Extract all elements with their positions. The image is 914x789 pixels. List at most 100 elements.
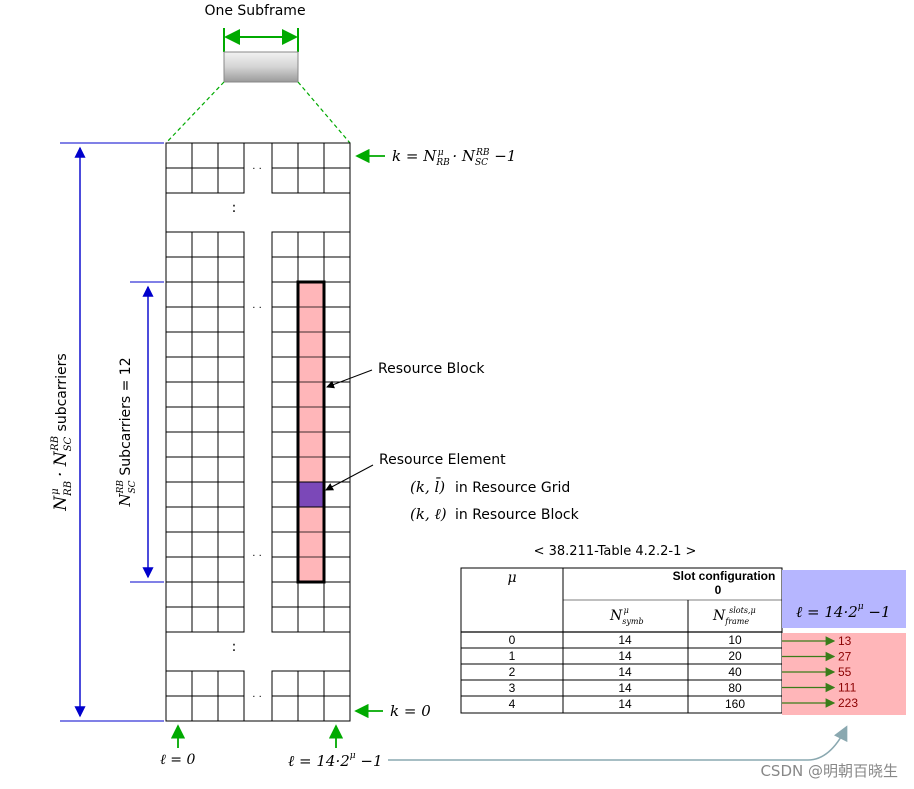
grid-cell (271, 231, 299, 258)
grid-cell (217, 356, 245, 383)
grid-cell (165, 256, 193, 283)
grid-cell (191, 695, 219, 722)
grid-cell (323, 406, 351, 433)
dots-col-top: : (232, 200, 237, 216)
grid-cell (297, 231, 325, 258)
grid-cell (165, 531, 193, 558)
grid-cell (217, 695, 245, 722)
grid-cell (191, 231, 219, 258)
grid-cell (271, 381, 299, 408)
extra-value: 223 (838, 696, 858, 710)
grid-cell (271, 167, 299, 194)
grid-cell (217, 506, 245, 533)
k-bottom-label: k = 0 (390, 702, 431, 720)
grid-cell (271, 281, 299, 308)
extra-value: 55 (838, 665, 852, 679)
l-right-label: ℓ = 14·2μ −1 (288, 751, 383, 770)
grid-cell (191, 167, 219, 194)
grid-cell (323, 531, 351, 558)
grid-cell (271, 531, 299, 558)
table-cell-mu: 2 (509, 665, 516, 679)
mu-header: μ (507, 570, 516, 586)
grid-cell (191, 581, 219, 608)
subframe-label: One Subframe (204, 3, 305, 19)
grid-cell (271, 356, 299, 383)
table-cell-nsymb: 14 (618, 697, 632, 711)
grid-cell (217, 431, 245, 458)
grid-cell (165, 381, 193, 408)
table-cell-mu: 3 (509, 681, 516, 695)
re-grid-text: in Resource Grid (455, 480, 570, 496)
subframe-block (223, 51, 299, 83)
resource-element-label: Resource Element (379, 452, 506, 468)
table-cell-nslots: 10 (728, 633, 742, 647)
grid-cell (165, 331, 193, 358)
grid-cell (191, 556, 219, 583)
watermark: CSDN @明朝百晓生 (760, 762, 898, 780)
grid-cell (323, 481, 351, 508)
extra-value: 27 (838, 650, 852, 664)
grid-cell (165, 456, 193, 483)
grid-cell (323, 256, 351, 283)
grid-cell (165, 695, 193, 722)
extra-value: 111 (838, 681, 857, 695)
grid-cell (191, 331, 219, 358)
grid-cell (323, 306, 351, 333)
grid-cell (323, 581, 351, 608)
grid-cell (323, 331, 351, 358)
grid-cell (271, 331, 299, 358)
dots-col-bottom: : (232, 639, 237, 655)
grid-cell (165, 506, 193, 533)
grid-cell (217, 331, 245, 358)
grid-cell (191, 281, 219, 308)
grid-cell (191, 406, 219, 433)
resource-block-border (296, 280, 326, 584)
table-cell-mu: 1 (509, 649, 516, 663)
grid-cell (271, 256, 299, 283)
grid-cell (297, 695, 325, 722)
grid-cell (165, 231, 193, 258)
resource-block-pointer (326, 369, 373, 389)
table-frame (460, 567, 783, 714)
grid-cell (191, 381, 219, 408)
grid-cell (271, 695, 299, 722)
extra-header: ℓ = 14·2μ −1 (796, 602, 891, 621)
grid-cell (191, 531, 219, 558)
grid-cell (191, 456, 219, 483)
dots-row-bottom: · · (252, 692, 262, 703)
grid-cell (323, 606, 351, 633)
grid-cell (271, 581, 299, 608)
grid-cell (165, 606, 193, 633)
grid-cell (165, 167, 193, 194)
grid-cell (191, 356, 219, 383)
grid-cell (323, 167, 351, 194)
grid-cell (271, 506, 299, 533)
grid-cell (217, 670, 245, 697)
grid-cell (297, 256, 325, 283)
extra-value: 13 (838, 634, 852, 648)
slot-config-table: μ Slot configuration 0 Nsymbμ Nframeslot… (460, 567, 783, 714)
grid-cell (217, 281, 245, 308)
grid-cell (323, 506, 351, 533)
dots-row-top: · · (252, 164, 262, 175)
slot-config-value: 0 (715, 583, 722, 597)
l-left-label: ℓ = 0 (160, 752, 195, 768)
grid-cell (165, 431, 193, 458)
table-cell-nsymb: 14 (618, 649, 632, 663)
inner-axis-label: NSCRB Subcarriers = 12 (116, 357, 138, 507)
table-cell-nslots: 80 (728, 681, 742, 695)
grid-cell (297, 142, 325, 169)
table-cell-mu: 4 (509, 697, 516, 711)
grid-cell (323, 431, 351, 458)
grid-cell (271, 606, 299, 633)
k-top-label: k = NRBμ · NSCRB −1 (392, 147, 516, 168)
grid-cell (165, 581, 193, 608)
grid-cell (217, 456, 245, 483)
table-cell-nsymb: 14 (618, 681, 632, 695)
table-caption: < 38.211-Table 4.2.2-1 > (534, 544, 697, 559)
zoom-line-right (297, 81, 351, 144)
grid-cell (217, 167, 245, 194)
grid-cell (217, 606, 245, 633)
